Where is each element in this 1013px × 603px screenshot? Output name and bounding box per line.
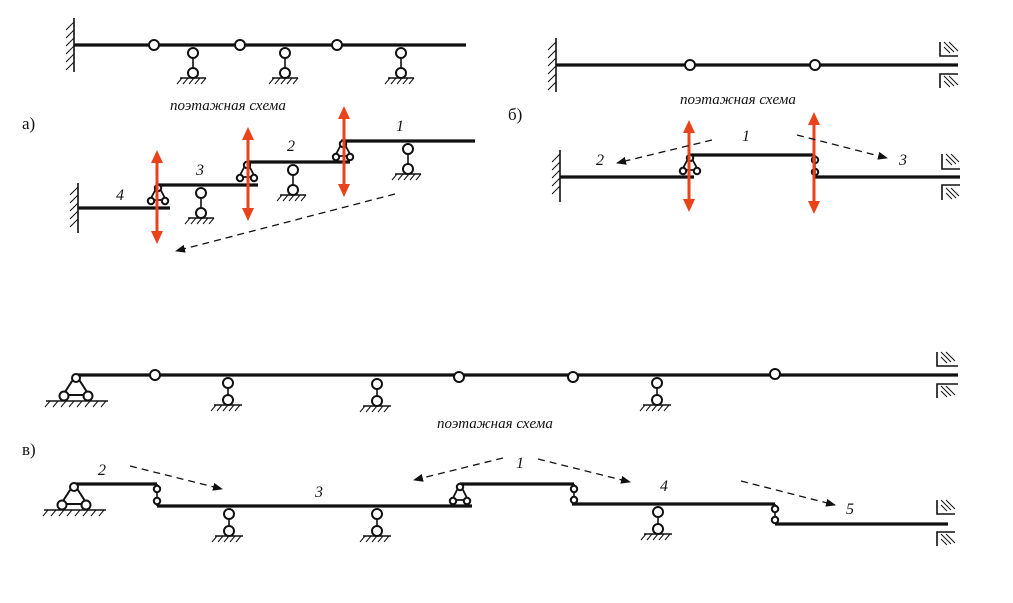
span-label: 2: [98, 462, 106, 479]
part-label-b: б): [508, 105, 522, 124]
hinge: [331, 39, 343, 51]
roller-support: [268, 47, 299, 85]
sliding-support: [939, 41, 959, 88]
caption-b: поэтажная схема: [680, 92, 796, 108]
caption-a: поэтажная схема: [170, 98, 286, 114]
red-double-arrow: [242, 127, 254, 221]
span-label: 1: [742, 128, 750, 145]
caption-c: поэтажная схема: [437, 416, 553, 432]
red-double-arrow: [808, 112, 820, 214]
red-double-arrow: [683, 120, 695, 212]
span-label: 4: [660, 478, 668, 495]
span-label: 4: [116, 187, 124, 204]
fixed-support: [65, 18, 75, 72]
span-label: 3: [314, 484, 323, 501]
span-label: 5: [846, 501, 854, 518]
span-label: 2: [287, 138, 295, 155]
panel-c-floor-scheme: [42, 457, 956, 546]
panel-b-floor-scheme: [551, 112, 960, 214]
hinge: [148, 39, 160, 51]
panel-a-floor-scheme: [69, 106, 475, 253]
span-label: 3: [195, 162, 204, 179]
span-label: 2: [596, 152, 604, 169]
part-label-c: в): [22, 440, 36, 459]
roller-support: [384, 47, 415, 85]
panel-a-beam: [65, 18, 466, 85]
part-label-a: а): [22, 114, 35, 133]
panel-b-beam: [547, 38, 959, 92]
span-label: 3: [898, 152, 907, 169]
span-label: 1: [516, 455, 524, 472]
red-double-arrow: [338, 106, 350, 197]
hinge: [234, 39, 246, 51]
span-label: 1: [396, 118, 404, 135]
roller-support: [176, 47, 207, 85]
panel-c-beam: [44, 351, 958, 413]
red-double-arrow: [151, 150, 163, 244]
